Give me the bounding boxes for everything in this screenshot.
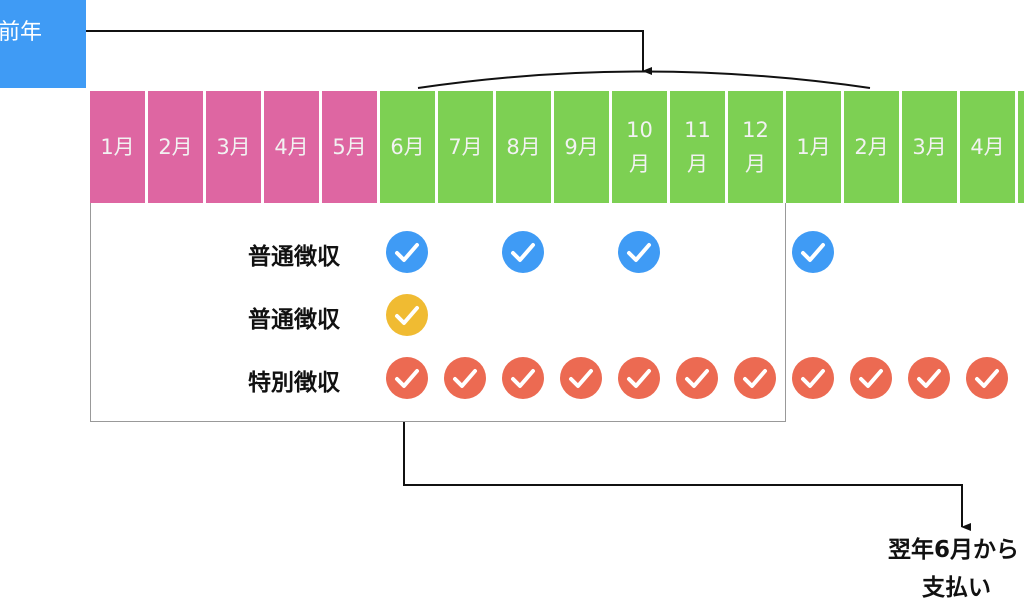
month-cell bbox=[1018, 91, 1024, 203]
month-label: 1月 bbox=[100, 135, 135, 159]
check-icon bbox=[502, 357, 544, 399]
fiscal-bracket-curve bbox=[417, 70, 871, 89]
month-label: 1月 bbox=[796, 135, 831, 159]
note-line2: 支払い bbox=[922, 575, 991, 601]
month-cell: 5月 bbox=[322, 91, 377, 203]
check-icon bbox=[734, 357, 776, 399]
month-cell: 7月 bbox=[438, 91, 493, 203]
check-icon bbox=[502, 231, 544, 273]
check-icon bbox=[444, 357, 486, 399]
note-line1: 翌年6月から bbox=[888, 537, 1020, 563]
month-label: 4月 bbox=[970, 135, 1005, 159]
month-cell: 2月 bbox=[148, 91, 203, 203]
month-label: 2月 bbox=[854, 135, 889, 159]
previous-year-label: 前年 bbox=[0, 20, 42, 45]
month-cell: 4月 bbox=[960, 91, 1015, 203]
month-cell: 8月 bbox=[496, 91, 551, 203]
check-icon bbox=[966, 357, 1008, 399]
month-label: 6月 bbox=[390, 135, 425, 159]
month-label: 2月 bbox=[158, 135, 193, 159]
previous-year-box: 前年 bbox=[0, 0, 86, 88]
check-icon bbox=[792, 231, 834, 273]
collection-table-box bbox=[90, 203, 786, 422]
top-arrow bbox=[86, 30, 652, 75]
check-icon bbox=[386, 294, 428, 336]
check-icon bbox=[560, 357, 602, 399]
month-cell: 2月 bbox=[844, 91, 899, 203]
month-label: 9月 bbox=[564, 135, 599, 159]
bottom-arrow bbox=[403, 422, 971, 531]
connector-lines bbox=[86, 30, 971, 531]
month-cell: 4月 bbox=[264, 91, 319, 203]
month-label: 11月 bbox=[684, 118, 711, 176]
month-label: 10月 bbox=[626, 118, 653, 176]
month-cell: 12月 bbox=[728, 91, 783, 203]
month-label: 7月 bbox=[448, 135, 483, 159]
month-cell: 1月 bbox=[786, 91, 841, 203]
row-label: 普通徴収 bbox=[248, 244, 340, 270]
month-label: 8月 bbox=[506, 135, 541, 159]
month-cell: 9月 bbox=[554, 91, 609, 203]
month-label: 5月 bbox=[332, 135, 367, 159]
check-icon bbox=[792, 357, 834, 399]
month-label: 3月 bbox=[912, 135, 947, 159]
check-icon bbox=[676, 357, 718, 399]
check-icon bbox=[850, 357, 892, 399]
month-label: 4月 bbox=[274, 135, 309, 159]
check-icon bbox=[618, 231, 660, 273]
month-label: 12月 bbox=[742, 118, 769, 176]
check-icon bbox=[386, 357, 428, 399]
month-cell: 11月 bbox=[670, 91, 725, 203]
check-icon bbox=[386, 231, 428, 273]
month-cell: 6月 bbox=[380, 91, 435, 203]
row-label: 特別徴収 bbox=[248, 370, 340, 396]
month-cell: 3月 bbox=[902, 91, 957, 203]
check-icon bbox=[618, 357, 660, 399]
month-cell: 10月 bbox=[612, 91, 667, 203]
row-label: 普通徴収 bbox=[248, 307, 340, 333]
month-cell: 3月 bbox=[206, 91, 261, 203]
month-label: 3月 bbox=[216, 135, 251, 159]
check-icon bbox=[908, 357, 950, 399]
month-cell: 1月 bbox=[90, 91, 145, 203]
